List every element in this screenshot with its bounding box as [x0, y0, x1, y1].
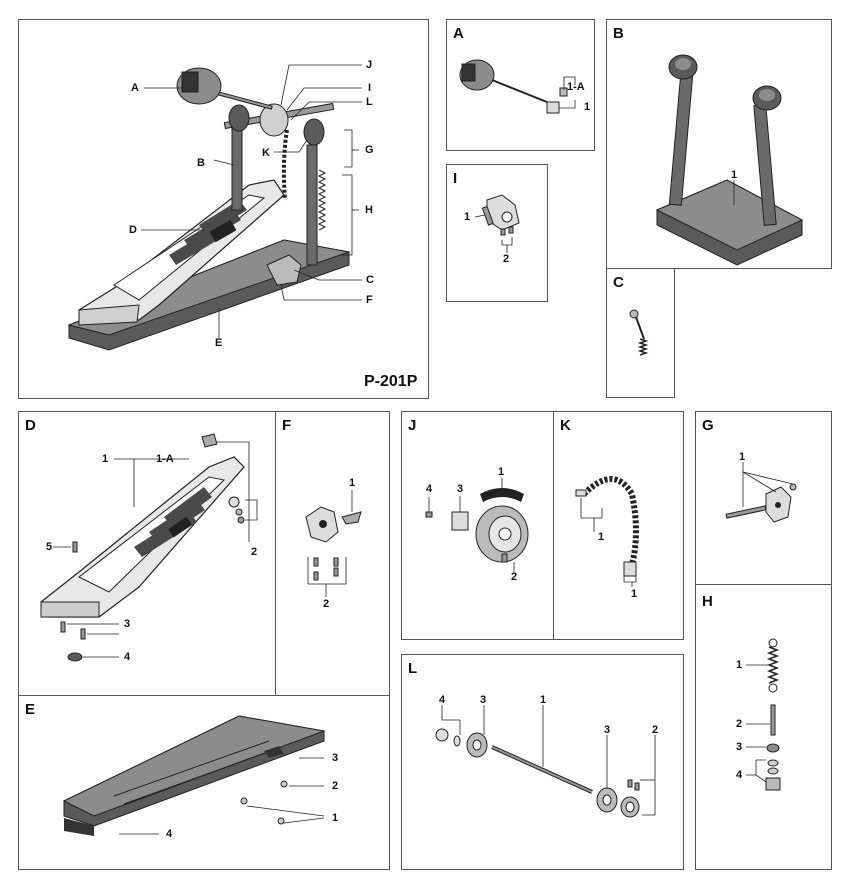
panel-c: C — [606, 268, 675, 398]
beater-drawing — [459, 59, 576, 114]
part-label: 1 — [736, 659, 743, 671]
callout-h: H — [365, 204, 373, 216]
hoop-clamp-drawing — [305, 490, 362, 597]
part-label: 1 — [631, 588, 638, 600]
panel-label-g: G — [702, 417, 714, 434]
hoop-clamp-bolt-drawing — [629, 309, 649, 356]
part-label: 2 — [323, 598, 330, 610]
panel-d: D — [18, 411, 276, 696]
part-label: 4 — [736, 769, 743, 781]
part-label: 2 — [511, 571, 518, 583]
part-label: 4 — [426, 483, 433, 495]
callout-i: I — [368, 82, 372, 94]
panel-l: L 1 2 3 3 4 — [401, 654, 684, 870]
panel-label-l: L — [408, 660, 418, 677]
part-label: 1 — [332, 812, 339, 824]
callout-g: G — [365, 144, 374, 156]
panel-h: H 1 2 3 4 — [695, 584, 832, 870]
part-label: 2 — [332, 780, 339, 792]
panel-label-e: E — [25, 701, 36, 718]
part-label: 4 — [439, 694, 446, 706]
panel-k: K 1 1 — [553, 411, 684, 640]
part-label: 4 — [124, 651, 131, 663]
chain-drawing — [575, 476, 639, 587]
part-label: 3 — [736, 741, 743, 753]
spring-parts-drawing — [746, 638, 781, 791]
part-label: 1 — [464, 211, 471, 223]
base-plate-drawing — [62, 715, 326, 836]
part-label: 4 — [166, 828, 173, 840]
part-label: 3 — [124, 618, 131, 630]
panel-i: I 1 2 — [446, 164, 548, 302]
part-label: 1 — [584, 101, 591, 113]
panel-label-b: B — [613, 25, 624, 42]
chain-shape — [281, 129, 289, 201]
part-label: 1 — [349, 477, 356, 489]
panel-g: G 1 — [695, 411, 832, 585]
part-label: 2 — [736, 718, 743, 730]
frame-drawing — [655, 54, 804, 266]
part-label: 1-A — [567, 81, 585, 93]
part-label: 5 — [46, 541, 53, 553]
footboard-drawing — [40, 433, 258, 662]
callout-a: A — [131, 82, 139, 94]
spring-shape — [317, 169, 327, 231]
panel-label-d: D — [25, 417, 36, 434]
panel-label-h: H — [702, 593, 713, 610]
callout-l: L — [366, 96, 373, 108]
cam-drawing — [425, 478, 529, 572]
part-label: 1 — [102, 453, 109, 465]
part-label: 3 — [332, 752, 339, 764]
part-label: 1-A — [156, 453, 174, 465]
part-label: 3 — [604, 724, 611, 736]
panel-e: E 1 2 3 4 — [18, 695, 390, 870]
part-label: 2 — [503, 253, 510, 265]
panel-a: A 1-A 1 — [446, 19, 595, 151]
part-label: 1 — [540, 694, 547, 706]
part-label: 1 — [739, 451, 746, 463]
part-label: 1 — [598, 531, 605, 543]
callout-e: E — [215, 337, 223, 349]
callout-k: K — [262, 147, 270, 159]
panel-b: B 1 — [606, 19, 832, 269]
part-label: 1 — [498, 466, 505, 478]
axle-drawing — [435, 705, 656, 818]
pedal-assembly-drawing — [67, 64, 362, 351]
callout-b: B — [197, 157, 205, 169]
panel-f: F 1 2 — [275, 411, 390, 696]
part-label: 2 — [251, 546, 258, 558]
part-label: 2 — [652, 724, 659, 736]
panel-label-c: C — [613, 274, 624, 291]
panel-main-assembly: A J I L K B G H D C F E P-201P — [18, 19, 429, 399]
callout-d: D — [129, 224, 137, 236]
panel-label-f: F — [282, 417, 292, 434]
panel-label-a: A — [453, 25, 464, 42]
part-label: 1 — [731, 169, 738, 181]
callout-j: J — [366, 59, 373, 71]
cam-holder-drawing — [474, 194, 520, 253]
part-label: 3 — [457, 483, 464, 495]
panel-label-i: I — [453, 170, 458, 187]
callout-c: C — [366, 274, 374, 286]
model-number: P-201P — [364, 373, 418, 390]
callout-f: F — [366, 294, 373, 306]
part-label: 3 — [480, 694, 487, 706]
panel-label-j: J — [408, 417, 417, 434]
panel-j: J 1 2 3 4 — [401, 411, 554, 640]
panel-label-k: K — [560, 417, 571, 434]
spring-hook-drawing — [725, 462, 797, 523]
